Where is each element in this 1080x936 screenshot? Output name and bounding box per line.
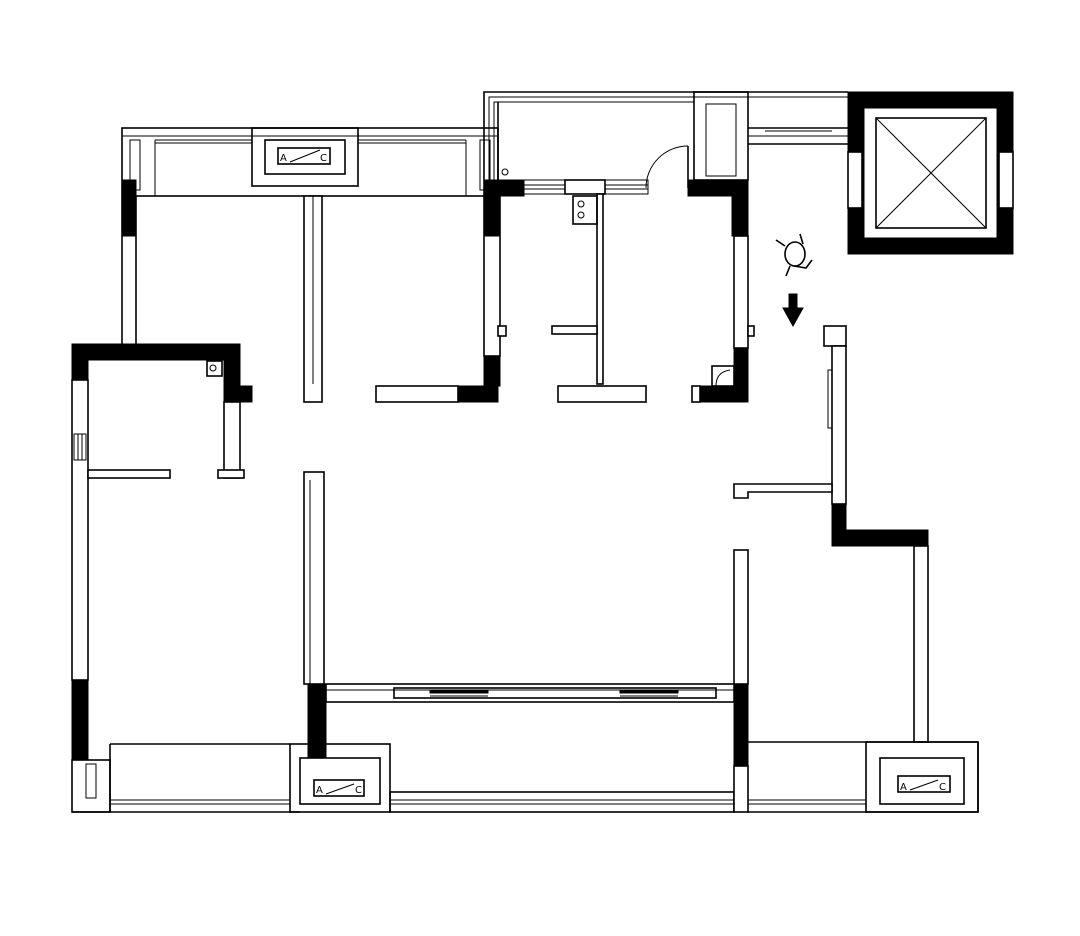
ac-label-c: C [355, 785, 362, 796]
entry-arrow-icon [782, 293, 804, 328]
ac-unit: A C [289, 743, 391, 813]
ac-label-a: A [280, 153, 287, 164]
ac-label-c: C [320, 153, 327, 164]
ac-unit: A C [865, 741, 979, 813]
ac-label-a: A [316, 785, 323, 796]
elevator-shaft [847, 91, 1014, 255]
upper-walls [121, 179, 755, 403]
service-balcony [483, 91, 848, 196]
ac-unit: A C [251, 127, 359, 187]
ac-label-a: A [900, 782, 907, 793]
ac-label-c: C [939, 782, 946, 793]
person-figure-icon [775, 233, 813, 277]
floor-drain-icon [209, 364, 217, 372]
left-wing [71, 343, 327, 813]
living-balcony [325, 683, 749, 813]
right-wing [733, 325, 979, 813]
